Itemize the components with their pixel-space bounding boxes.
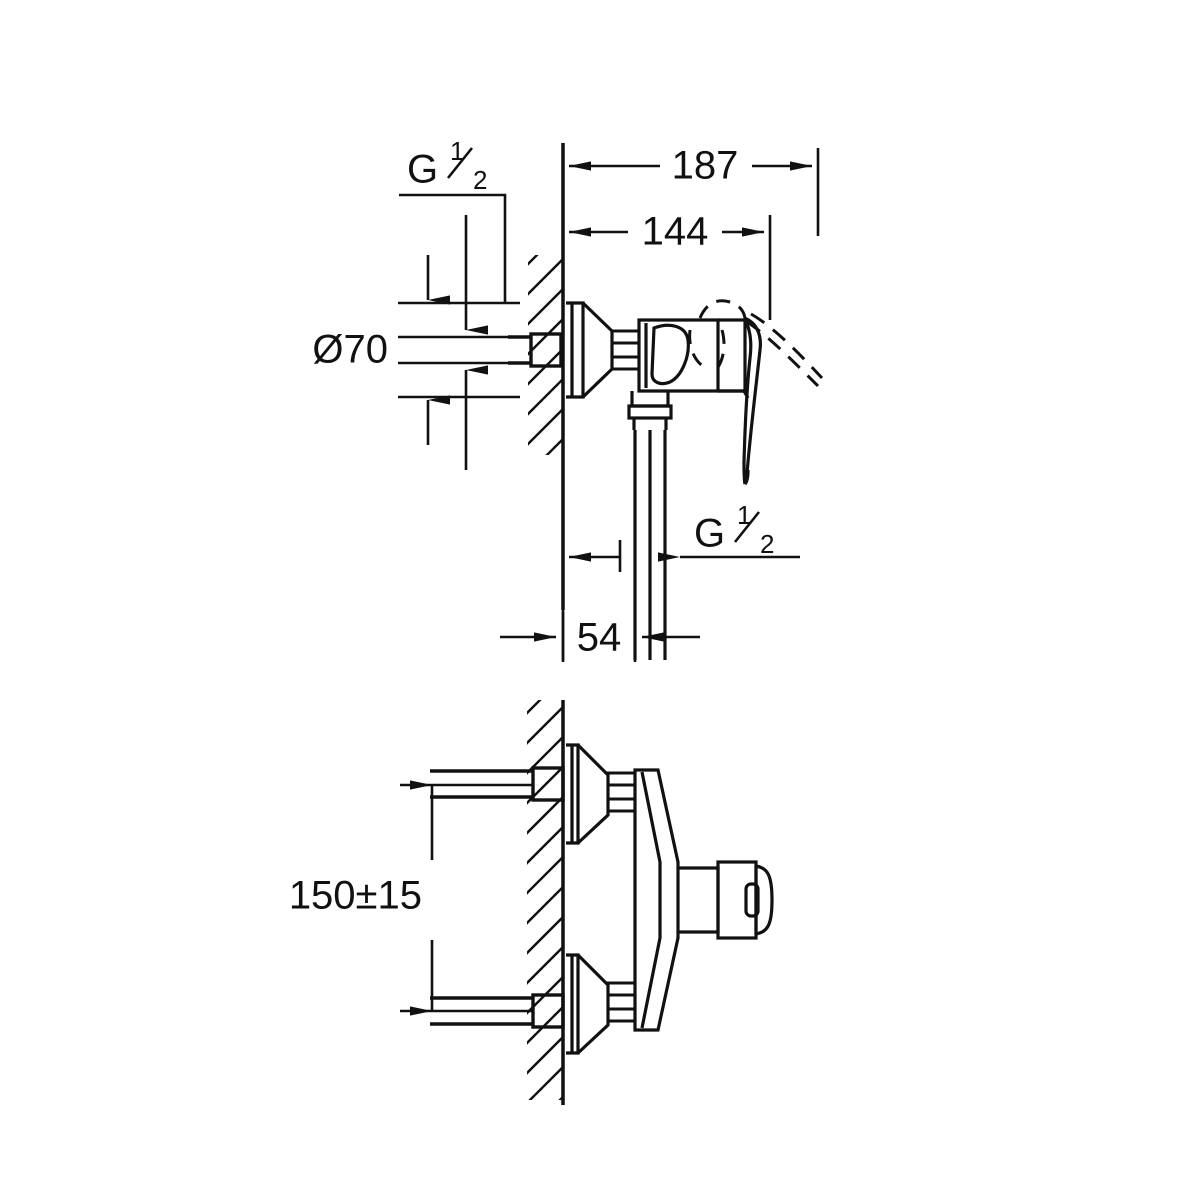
- coupling-nut-lower-bottom: [606, 981, 637, 1023]
- thread-callout-outlet-denominator: 2: [760, 529, 774, 559]
- outlet-connector-lower: [678, 860, 774, 940]
- dim-144-label: 144: [642, 210, 709, 254]
- dim-diameter-70-group: [398, 215, 531, 470]
- dim-144-group: [569, 215, 772, 320]
- thread-callout-outlet: G 1 2: [694, 500, 774, 559]
- thread-callout-outlet-numerator: 1: [737, 500, 751, 530]
- dim-150-group: [400, 780, 533, 1016]
- thread-callout-inlet-numerator: 1: [450, 136, 464, 166]
- escutcheon-lower-bottom: [566, 953, 610, 1055]
- dim-150-label: 150±15: [289, 874, 422, 918]
- thread-callout-inlet-denominator: 2: [473, 165, 487, 195]
- dim-187-label: 187: [672, 144, 739, 188]
- inlet-connector-upper: [508, 332, 563, 368]
- coupling-nut-lower-top: [606, 771, 637, 813]
- lever-pivot-marks-upper: [688, 299, 747, 371]
- escutcheon-upper: [566, 301, 614, 399]
- mixer-body-lower: [633, 768, 680, 1032]
- outlet-pipe-upper: [633, 430, 667, 660]
- escutcheon-lower-top: [566, 743, 610, 845]
- wall-hatch-upper: [528, 255, 564, 455]
- dim-54-label: 54: [577, 616, 622, 660]
- coupling-nut-upper: [610, 329, 641, 371]
- wall-hatch-lower: [527, 700, 563, 1100]
- thread-callout-inlet-leader: [399, 193, 507, 303]
- thread-callout-inlet: G 1 2: [407, 136, 487, 195]
- dim-187-group: [561, 143, 820, 236]
- mixer-body-upper: [627, 318, 747, 430]
- dim-diameter-70-label: Ø70: [312, 328, 388, 372]
- lever-phantom-upper: [746, 312, 824, 388]
- thread-callout-outlet-letter: G: [694, 512, 725, 556]
- thread-callout-outlet-leader: [561, 540, 800, 572]
- thread-callout-inlet-letter: G: [407, 148, 438, 192]
